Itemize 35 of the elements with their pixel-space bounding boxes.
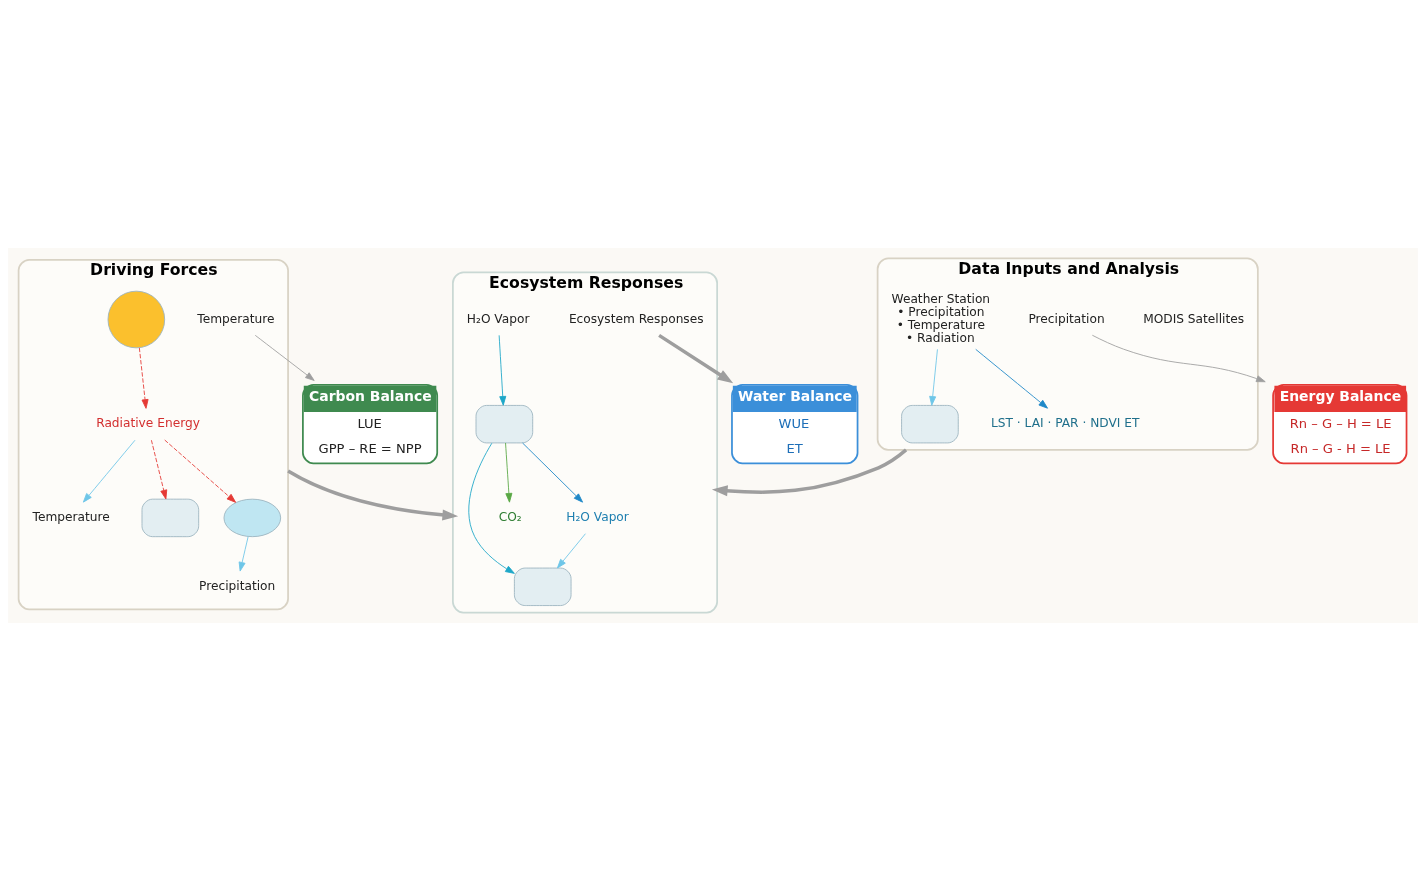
node-box [475, 404, 534, 443]
arrow [287, 469, 459, 520]
arrow [975, 348, 1048, 409]
arrow [82, 439, 136, 503]
node-text: Ecosystem Responses [568, 311, 704, 326]
arrow [658, 333, 734, 383]
node-circle [107, 290, 166, 348]
node-text: Weather Station • Precipitation • Temperature • Radiation [891, 291, 991, 345]
arrow [150, 439, 168, 499]
arrow [498, 334, 507, 406]
node-box [141, 498, 200, 537]
arrow [468, 442, 515, 574]
arrow [1091, 334, 1266, 382]
node-text: LST · LAI · PAR · NDVI ET [990, 415, 1140, 430]
node-text: MODIS Satellites [1143, 311, 1245, 326]
node-text: Radiative Energy [96, 415, 200, 430]
node-text: Temperature [32, 509, 110, 524]
node-text: CO₂ [498, 509, 522, 524]
node-box [513, 567, 572, 606]
arrow [711, 448, 908, 496]
node-text: Temperature [197, 311, 275, 326]
arrow [505, 442, 513, 503]
arrow [522, 442, 583, 503]
arrow [238, 535, 249, 571]
node-text: Precipitation [1028, 311, 1105, 326]
arrow [254, 334, 315, 381]
arrow [929, 348, 938, 406]
arrow [164, 439, 237, 503]
arrow [138, 347, 149, 409]
node-text: H₂O Vapor [566, 509, 629, 524]
arrow [557, 532, 586, 568]
node-text: Precipitation [199, 578, 276, 593]
node-cloud [223, 498, 282, 537]
node-box [901, 404, 959, 443]
node-text: H₂O Vapor [466, 311, 530, 326]
